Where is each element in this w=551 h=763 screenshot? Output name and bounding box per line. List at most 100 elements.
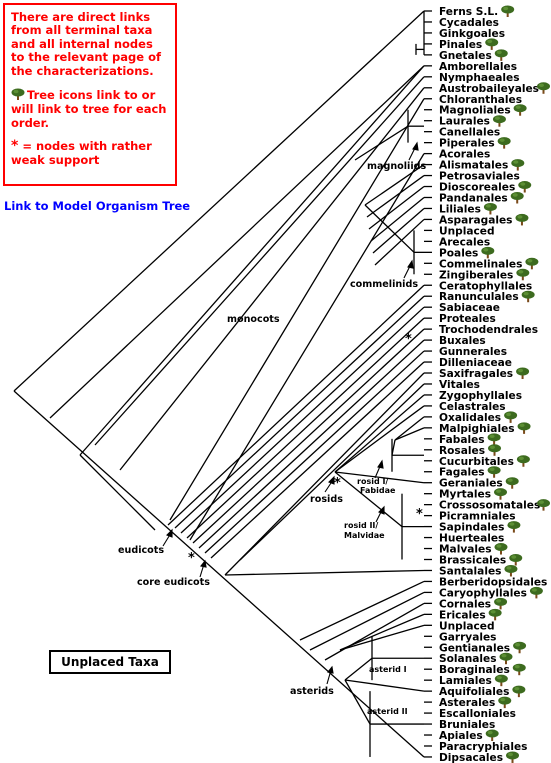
tree-icon[interactable] [485,38,499,50]
tree-icon[interactable] [521,290,535,303]
taxon-label[interactable]: Poales [439,247,478,259]
tree-icon[interactable] [485,729,499,742]
taxon-label[interactable]: Garryales [439,631,496,643]
taxon-label[interactable]: Vitales [439,379,480,391]
tree-icon[interactable] [516,268,530,281]
taxon-label[interactable]: Liliales [439,203,481,215]
taxon-label[interactable]: Proteales [439,313,496,325]
tree-icon[interactable] [529,586,543,599]
tree-icon[interactable] [518,181,532,193]
taxon-label[interactable]: Gentianales [439,642,510,654]
clade-label-eudicots[interactable]: eudicots [118,545,164,556]
taxon-label[interactable]: Commelinales [439,258,522,270]
taxon-label[interactable]: Dipsacales [439,752,503,763]
taxon-label[interactable]: Piperales [439,138,495,150]
tree-icon[interactable] [537,499,550,511]
taxon-label[interactable]: Fabales [439,434,485,446]
clade-label-rosid-2[interactable]: rosid II/ [344,521,378,530]
tree-icon[interactable] [488,444,502,456]
taxon-label[interactable]: Geraniales [439,478,503,490]
taxon-label[interactable]: Magnoliales [439,105,511,117]
taxon-label[interactable]: Zingiberales [439,269,513,281]
tree-icon[interactable] [517,422,531,434]
tree-icon[interactable] [537,82,550,94]
taxon-label[interactable]: Alismatales [439,160,508,172]
tree-icon[interactable] [494,597,508,610]
tree-icon[interactable] [512,685,526,698]
taxon-label[interactable]: Saxifragales [439,368,513,380]
taxon-label[interactable]: Ranunculales [439,291,519,303]
tree-icon[interactable] [488,608,502,621]
taxon-label[interactable]: Ferns S.L. [439,6,498,18]
taxon-label[interactable]: Pandanales [439,192,508,204]
clade-label-rosid-1[interactable]: rosid I/ [357,477,388,486]
tree-icon[interactable] [499,652,513,665]
taxon-label[interactable]: Gnetales [439,50,492,62]
taxon-label[interactable]: Myrtales [439,489,491,501]
taxon-label[interactable]: Oxalidales [439,412,501,424]
tree-icon[interactable] [516,455,530,467]
taxon-label[interactable]: Malpighiales [439,423,515,435]
tree-icon[interactable] [501,5,515,18]
tree-icon[interactable] [504,411,518,423]
taxon-label[interactable]: Nymphaeales [439,72,520,84]
taxon-label[interactable]: Unplaced [439,620,495,632]
taxon-label[interactable]: Petrosaviales [439,171,520,183]
taxon-label[interactable]: Pinales [439,39,482,51]
tree-icon[interactable] [494,543,508,555]
taxon-label[interactable]: Trochodendrales [439,324,538,336]
tree-icon[interactable] [492,115,506,127]
taxon-label[interactable]: Escalloniales [439,708,516,720]
taxon-label[interactable]: Cucurbitales [439,456,514,468]
taxon-label[interactable]: Sapindales [439,522,504,534]
tree-icon[interactable] [494,488,508,500]
tree-icon[interactable] [498,696,512,709]
tree-icon[interactable] [505,477,519,489]
taxon-label[interactable]: Ericales [439,609,486,621]
clade-label-asterid-2[interactable]: asterid II [367,707,408,716]
taxon-label[interactable]: Cycadales [439,17,499,29]
taxon-label[interactable]: Ceratophyllales [439,280,532,292]
taxon-label[interactable]: Asparagales [439,214,512,226]
taxon-label[interactable]: Amborellales [439,61,517,73]
taxon-label[interactable]: Crossosomatales [439,500,540,512]
clade-label-magnoliids[interactable]: magnoliids [367,161,426,172]
taxon-label[interactable]: Santalales [439,565,501,577]
taxon-label[interactable]: Aquifoliales [439,686,509,698]
clade-label-malvidae[interactable]: Malvidae [344,531,385,540]
taxon-label[interactable]: Ginkgoales [439,28,505,40]
clade-label-commelinids[interactable]: commelinids [350,279,418,290]
tree-icon[interactable] [487,433,501,445]
taxon-label[interactable]: Solanales [439,653,497,665]
tree-icon[interactable] [506,751,520,763]
clade-label-asterid-1[interactable]: asterid I [369,665,407,674]
taxon-label[interactable]: Sabiaceae [439,302,500,314]
tree-icon[interactable] [507,521,521,533]
taxon-label[interactable]: Apiales [439,730,483,742]
tree-icon[interactable] [511,159,525,171]
taxon-label[interactable]: Cornales [439,598,491,610]
taxon-label[interactable]: Malvales [439,544,492,556]
tree-icon[interactable] [494,49,508,61]
taxon-label[interactable]: Rosales [439,445,485,457]
tree-icon[interactable] [483,202,497,215]
taxon-label[interactable]: Dilleniaceae [439,357,512,369]
taxon-label[interactable]: Dioscoreales [439,182,515,194]
tree-icon[interactable] [515,213,529,226]
tree-icon[interactable] [510,191,524,204]
taxon-label[interactable]: Picramniales [439,511,516,523]
taxon-label[interactable]: Lamiales [439,675,492,687]
taxon-label[interactable]: Boraginales [439,664,510,676]
taxon-label[interactable]: Gunnerales [439,346,507,358]
unplaced-taxa-button[interactable]: Unplaced Taxa [49,650,171,674]
tree-icon[interactable] [494,674,508,687]
taxon-label[interactable]: Caryophyllales [439,587,527,599]
tree-icon[interactable] [516,367,530,380]
taxon-label[interactable]: Fagales [439,467,485,479]
taxon-label[interactable]: Canellales [439,127,500,139]
clade-label-monocots[interactable]: monocots [227,314,280,325]
taxon-label[interactable]: Acorales [439,149,490,161]
taxon-label[interactable]: Zygophyllales [439,390,522,402]
tree-icon[interactable] [497,137,511,149]
clade-label-asterids[interactable]: asterids [290,686,334,697]
